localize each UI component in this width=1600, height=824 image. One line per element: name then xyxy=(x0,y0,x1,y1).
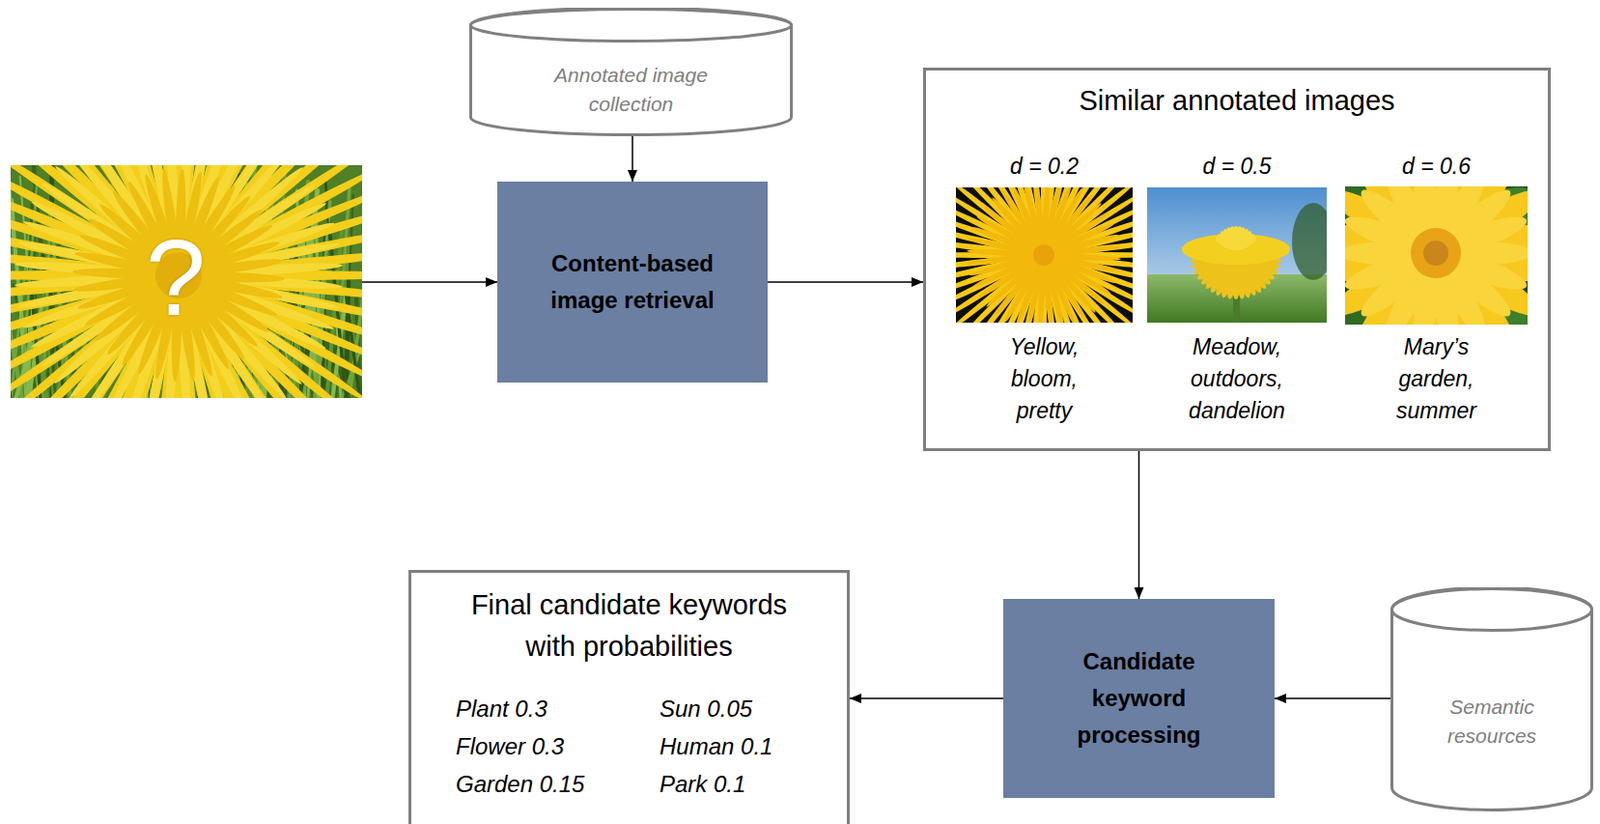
result-panel: Similar annotated images d = 0.2Yellow, b… xyxy=(923,67,1551,451)
flow-arrow xyxy=(631,136,634,182)
flow-arrow xyxy=(1138,450,1141,599)
flower-centre xyxy=(1423,240,1449,266)
flower-centre xyxy=(1033,244,1055,266)
cylinder-body xyxy=(471,7,792,135)
output-box: Final candidate keywords with probabilit… xyxy=(408,569,850,824)
process-label: Candidate keyword processing xyxy=(1066,643,1212,754)
similar-photo xyxy=(955,187,1133,323)
store-label: Annotated image collection xyxy=(534,60,729,119)
keyword-list: Yellow, bloom, pretty xyxy=(983,331,1105,427)
cylinder-top xyxy=(1392,589,1593,631)
text-area: Annotated image collection xyxy=(469,42,793,137)
keyword-probability: Park 0.1 xyxy=(659,765,746,803)
distance-label: d = 0.6 xyxy=(1345,149,1528,183)
grass-blade xyxy=(10,239,12,398)
process-box: Candidate keyword processing xyxy=(1003,598,1275,798)
process-label: Content-based image retrieval xyxy=(535,245,730,319)
database-cylinder: Annotated image collection xyxy=(469,7,793,137)
query-mark: ? xyxy=(145,224,206,333)
store-label: Semantic resources xyxy=(1429,692,1555,751)
flower-ring xyxy=(1410,227,1461,279)
cylinder-body xyxy=(1392,587,1593,811)
flow-arrow xyxy=(767,280,924,283)
petal xyxy=(1234,234,1259,253)
process-box: Content-based image retrieval xyxy=(497,181,768,383)
keyword-probability: Human 0.1 xyxy=(659,728,773,765)
keyword-probability: Flower 0.3 xyxy=(455,728,564,765)
annotated-image: d = 0.2Yellow, bloom, pretty xyxy=(955,149,1133,440)
distance-label: d = 0.5 xyxy=(1147,149,1327,183)
text-area: Semantic resources xyxy=(1390,631,1594,812)
keyword-probability: Garden 0.15 xyxy=(455,765,585,803)
cylinder-top xyxy=(471,9,792,42)
annotated-image: d = 0.5Meadow, outdoors, dandelion xyxy=(1147,149,1327,440)
database-cylinder: Semantic resources xyxy=(1390,587,1594,812)
similar-photo xyxy=(1345,186,1528,325)
keyword-probability: Plant 0.3 xyxy=(455,690,548,728)
annotated-image: d = 0.6Mary’s garden, summer xyxy=(1345,149,1528,440)
keyword-list: Mary’s garden, summer xyxy=(1375,331,1497,427)
panel-heading: Similar annotated images xyxy=(926,84,1548,117)
similar-photo xyxy=(1147,187,1327,323)
flow-arrow xyxy=(1274,697,1391,700)
output-heading: Final candidate keywords with probabilit… xyxy=(455,584,804,668)
keyword-probability: Sun 0.05 xyxy=(659,690,753,728)
query-image: ? xyxy=(10,165,363,398)
blurred-leaf xyxy=(1291,202,1327,281)
distance-label: d = 0.2 xyxy=(955,149,1133,183)
flow-arrow xyxy=(362,280,498,283)
input-photo xyxy=(10,165,363,398)
keyword-list: Meadow, outdoors, dandelion xyxy=(1177,331,1298,427)
flow-arrow xyxy=(849,697,1004,700)
